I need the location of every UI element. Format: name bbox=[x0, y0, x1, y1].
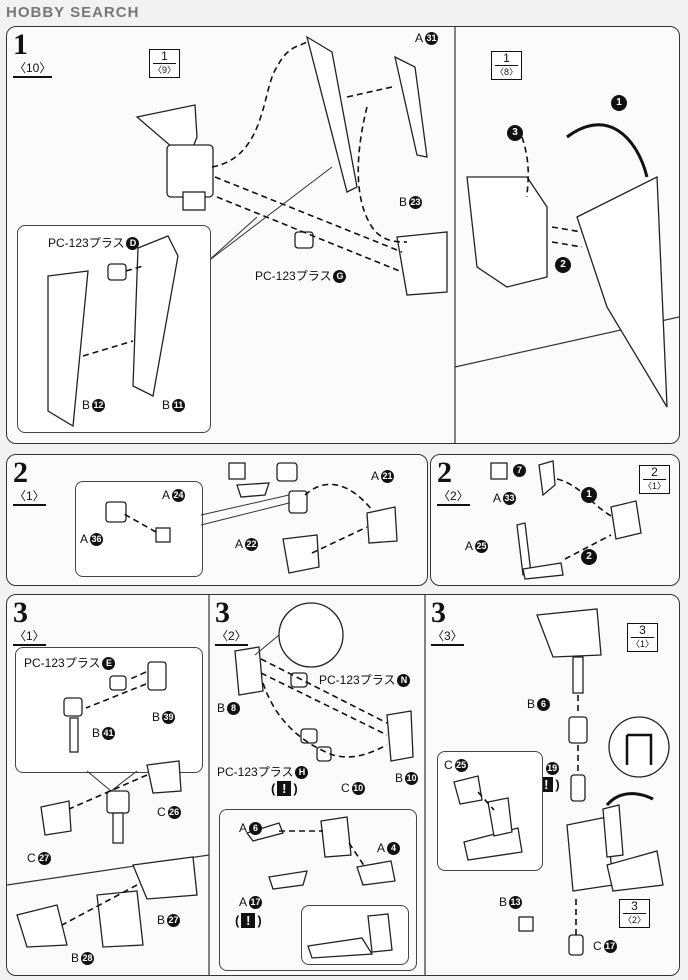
inset-detail-a4-a6-a17 bbox=[219, 809, 417, 971]
step-subnumber: 〈2〉 bbox=[215, 627, 248, 646]
inset-illustration bbox=[307, 913, 393, 959]
step-badge-3-3: 3 〈3〉 bbox=[431, 596, 464, 646]
sequence-marker-1: 1 bbox=[581, 487, 597, 503]
sequence-marker-2: 2 bbox=[581, 549, 597, 565]
step-subnumber: 〈2〉 bbox=[437, 487, 470, 506]
step-badge: 2 〈1〉 bbox=[13, 456, 46, 506]
inset-detail-a17 bbox=[301, 905, 409, 965]
step-subnumber: 〈1〉 bbox=[13, 627, 46, 646]
reference-box-top: 3 〈1〉 bbox=[627, 623, 659, 652]
step-number: 2 bbox=[13, 456, 28, 489]
reference-box-right: 1 〈8〉 bbox=[491, 51, 523, 80]
step-badge: 1 〈10〉 bbox=[13, 28, 53, 78]
step-subnumber: 〈3〉 bbox=[431, 627, 464, 646]
part-label-n7: 7 bbox=[511, 463, 526, 478]
step-2-2-illustration bbox=[490, 460, 642, 580]
step-3-3-illustration bbox=[518, 608, 670, 956]
panel-step-1: 1 〈10〉 1 〈9〉 1 〈 bbox=[6, 26, 680, 444]
step-number: 3 bbox=[215, 596, 230, 629]
step-3-2-illustration bbox=[234, 602, 414, 890]
step-number: 3 bbox=[13, 596, 28, 629]
reference-box-bottom: 3 〈2〉 bbox=[619, 899, 651, 928]
reference-box: 2 〈1〉 bbox=[639, 465, 671, 494]
warning-mark-pc-h: (!) bbox=[271, 781, 298, 796]
watermark: HOBBY SEARCH bbox=[6, 4, 140, 21]
sequence-marker-1: 1 bbox=[611, 95, 627, 111]
step-number: 3 bbox=[431, 596, 446, 629]
step-subnumber: 〈1〉 bbox=[13, 487, 46, 506]
inset-illustration bbox=[453, 775, 523, 861]
inset-illustration bbox=[47, 235, 179, 428]
sequence-marker-2: 2 bbox=[555, 257, 571, 273]
step-number: 1 bbox=[13, 28, 28, 61]
step-number: 2 bbox=[437, 456, 452, 489]
inset-illustration bbox=[105, 501, 171, 543]
step-3-1-illustration bbox=[16, 760, 198, 948]
step-subnumber: 〈10〉 bbox=[13, 59, 53, 78]
reference-box-left: 1 〈9〉 bbox=[149, 49, 181, 78]
step-2-1-illustration bbox=[200, 462, 398, 574]
sequence-marker-3: 3 bbox=[507, 125, 523, 141]
step-badge: 2 〈2〉 bbox=[437, 456, 470, 506]
step-badge-3-1: 3 〈1〉 bbox=[13, 596, 46, 646]
inset-illustration bbox=[63, 661, 167, 753]
step-1-illustration bbox=[135, 27, 679, 443]
step-badge-3-2: 3 〈2〉 bbox=[215, 596, 248, 646]
warning-mark-a17: (!) bbox=[235, 913, 262, 928]
